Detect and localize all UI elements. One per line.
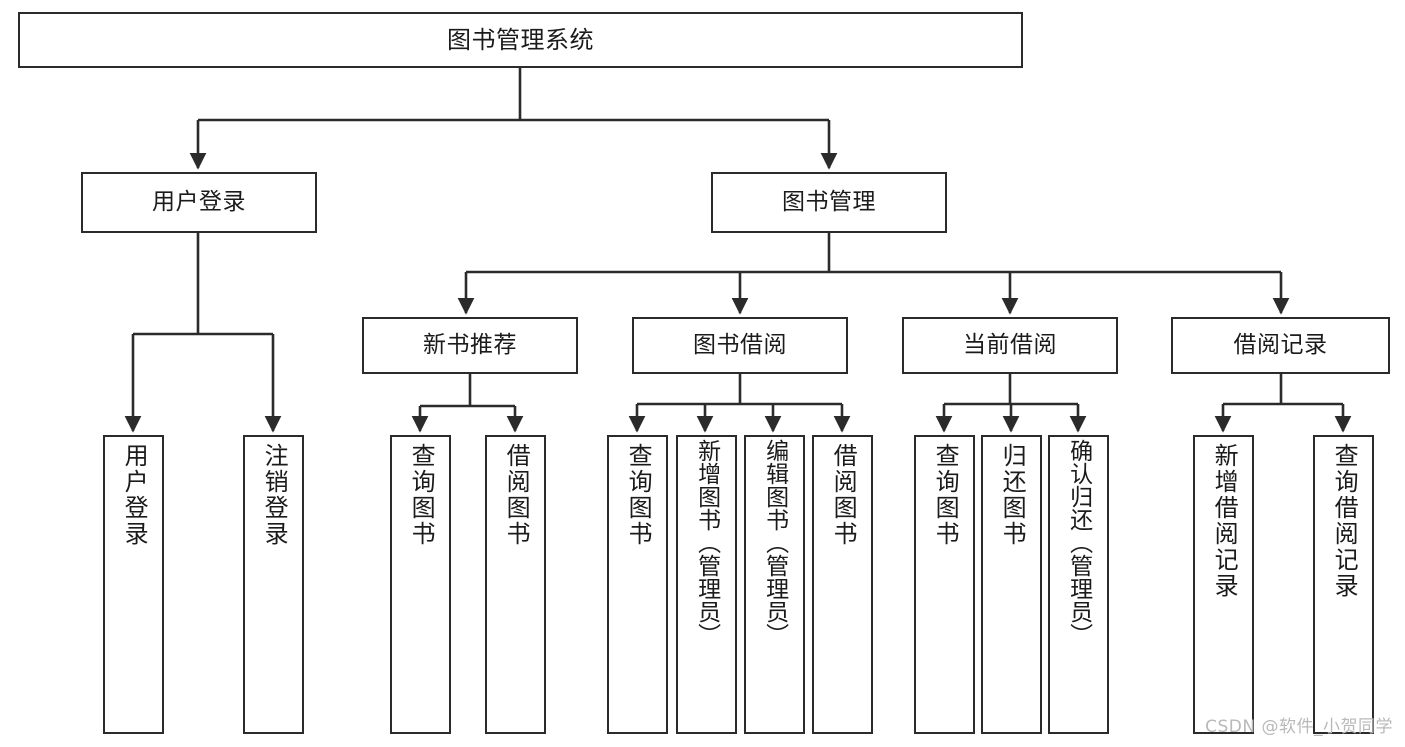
node-leaf-current-return-book[interactable]: 归还图书 — [981, 435, 1042, 734]
node-label: 用户登录 — [152, 188, 246, 215]
node-leaf-user-login-login[interactable]: 用户登录 — [103, 435, 164, 734]
node-leaf-current-query-book[interactable]: 查询图书 — [914, 435, 975, 734]
node-label: 借阅图书 — [829, 443, 858, 547]
node-label: 确认归还（管理员） — [1065, 439, 1092, 646]
node-book-borrow[interactable]: 图书借阅 — [632, 317, 848, 374]
node-current-borrow[interactable]: 当前借阅 — [902, 317, 1118, 374]
node-label: 查询图书 — [931, 443, 960, 547]
node-label: 图书管理 — [782, 188, 876, 215]
node-leaf-record-query-record[interactable]: 查询借阅记录 — [1313, 435, 1374, 734]
node-label: 注销登录 — [260, 443, 289, 547]
node-label: 新增图书（管理员） — [693, 439, 720, 646]
node-label: 当前借阅 — [963, 331, 1057, 358]
node-label: 借阅记录 — [1233, 331, 1328, 358]
node-leaf-borrow-edit-book-admin[interactable]: 编辑图书（管理员） — [744, 435, 805, 734]
node-root-book-management-system[interactable]: 图书管理系统 — [18, 12, 1023, 68]
node-leaf-newbook-query-book[interactable]: 查询图书 — [390, 435, 451, 734]
node-leaf-user-login-logout[interactable]: 注销登录 — [243, 435, 304, 734]
node-label: 查询图书 — [407, 443, 436, 547]
node-leaf-borrow-add-book-admin[interactable]: 新增图书（管理员） — [676, 435, 737, 734]
node-leaf-borrow-borrow-book[interactable]: 借阅图书 — [812, 435, 873, 734]
node-leaf-record-add-record[interactable]: 新增借阅记录 — [1193, 435, 1254, 734]
node-label: 查询借阅记录 — [1330, 443, 1359, 599]
node-label: 归还图书 — [998, 443, 1027, 547]
node-label: 编辑图书（管理员） — [761, 439, 788, 646]
node-label: 图书借阅 — [693, 331, 787, 358]
node-leaf-current-confirm-return-admin[interactable]: 确认归还（管理员） — [1048, 435, 1109, 734]
node-label: 用户登录 — [120, 443, 149, 547]
node-book-management[interactable]: 图书管理 — [711, 172, 947, 233]
node-label: 新书推荐 — [423, 331, 517, 358]
node-leaf-borrow-query-book[interactable]: 查询图书 — [607, 435, 668, 734]
node-borrow-record[interactable]: 借阅记录 — [1171, 317, 1390, 374]
csdn-watermark: CSDN @软件_小贺同学 — [1205, 717, 1393, 737]
node-leaf-newbook-borrow-book[interactable]: 借阅图书 — [485, 435, 546, 734]
node-user-login[interactable]: 用户登录 — [81, 172, 317, 233]
node-label: 新增借阅记录 — [1210, 443, 1239, 599]
node-label: 借阅图书 — [502, 443, 531, 547]
node-label: 查询图书 — [624, 443, 653, 547]
node-label: 图书管理系统 — [447, 25, 594, 54]
node-new-book-recommend[interactable]: 新书推荐 — [362, 317, 578, 374]
